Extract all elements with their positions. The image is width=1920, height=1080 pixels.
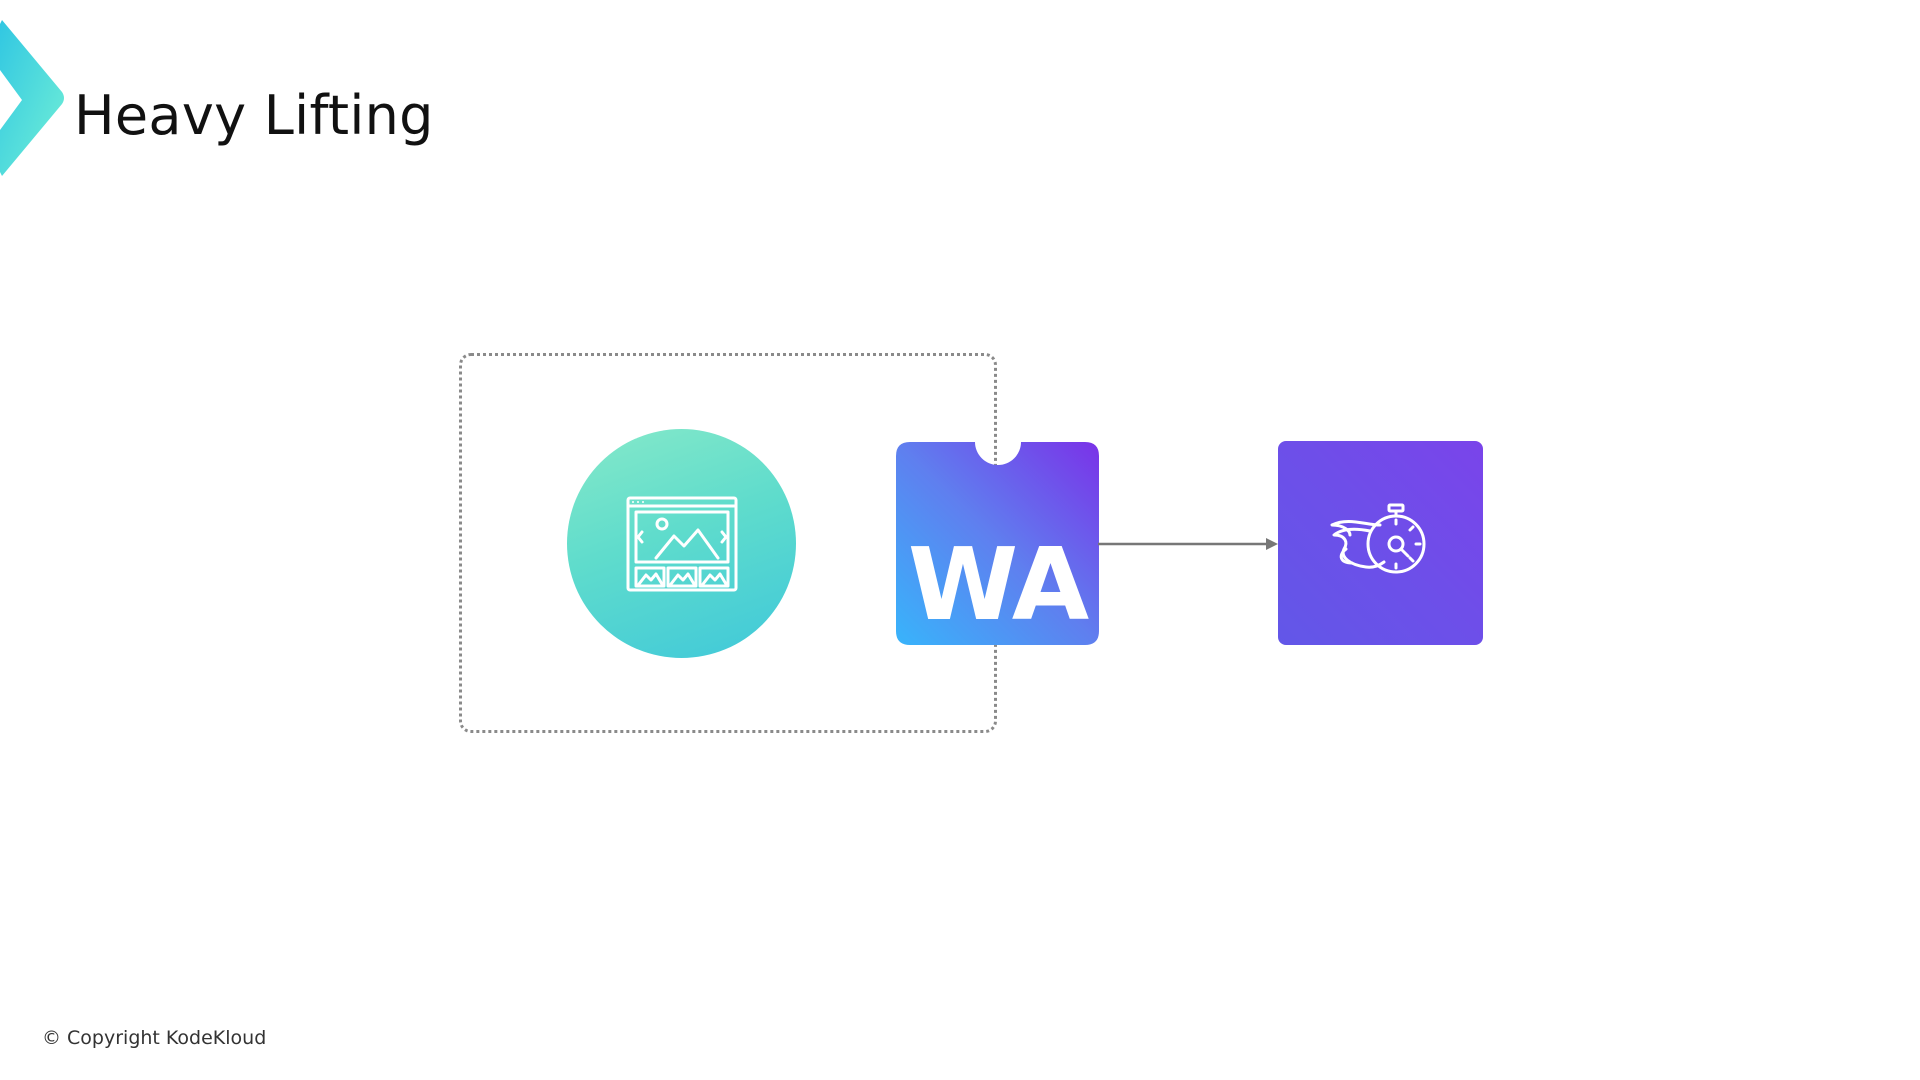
page-title: Heavy Lifting xyxy=(74,84,434,147)
webassembly-logo-icon xyxy=(896,442,1099,645)
kodekloud-chevron-icon xyxy=(0,20,64,176)
image-processing-node xyxy=(567,429,796,658)
performance-node xyxy=(1278,441,1483,645)
flow-arrow xyxy=(1098,538,1278,550)
image-gallery-icon xyxy=(626,496,738,592)
copyright-footer: © Copyright KodeKloud xyxy=(42,1027,267,1049)
speed-stopwatch-icon xyxy=(1330,503,1426,574)
wasm-logo-text: WA xyxy=(907,526,1089,643)
